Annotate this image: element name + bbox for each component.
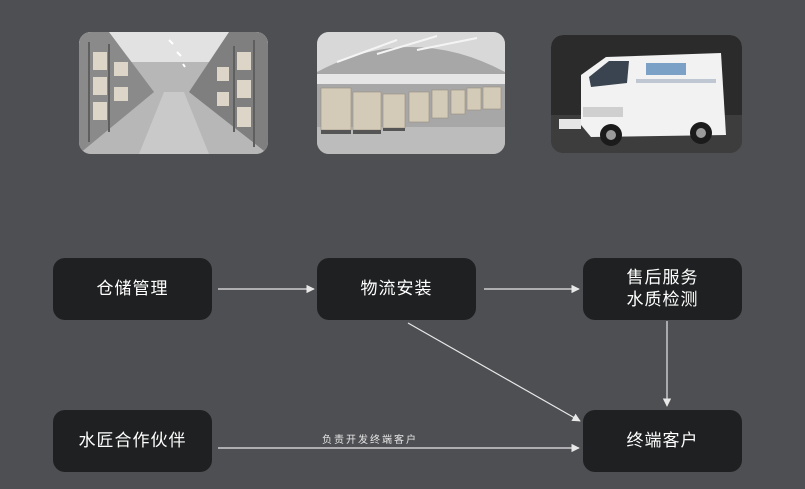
node-partner: 水匠合作伙伴 (53, 410, 212, 472)
node-aftersales-label-line2: 水质检测 (626, 290, 699, 310)
arrow-logistics-to-customer (407, 322, 581, 422)
node-partner-label: 水匠合作伙伴 (78, 431, 187, 451)
node-end-customer: 终端客户 (583, 410, 742, 472)
partner-to-customer-label: 负责开发终端客户 (322, 435, 418, 446)
warehouse-racks-photo (79, 32, 268, 154)
node-storage-management: 仓储管理 (53, 258, 212, 320)
node-logistics-label: 物流安装 (360, 279, 433, 299)
node-aftersales-water-testing: 售后服务 水质检测 (583, 258, 742, 320)
node-aftersales-label-line1: 售后服务 (626, 268, 699, 288)
delivery-van-photo (551, 35, 742, 153)
node-storage-label: 仓储管理 (96, 279, 169, 299)
node-logistics-installation: 物流安装 (317, 258, 476, 320)
warehouse-pallets-photo (317, 32, 505, 154)
node-customer-label: 终端客户 (626, 431, 699, 451)
